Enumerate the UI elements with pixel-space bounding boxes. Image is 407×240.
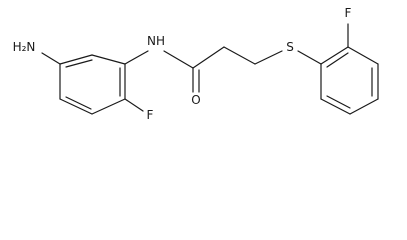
double-bond-inner [65,59,93,68]
bond [349,98,379,115]
double-bond-inner [65,96,92,110]
right-benzene-ring [320,46,379,115]
amino-group-label: H₂N [13,40,36,54]
molecule-structure-diagram: H₂N NH O S F F [13,6,379,122]
amide-nh-label: NH [147,34,165,48]
bond-ch2-to-ch2 [223,46,256,65]
bond [320,46,349,65]
bond-ch2-to-s [254,50,283,65]
bond-ring-to-f [124,98,144,112]
bond-ring-to-nh [124,50,149,65]
bond-s-to-ring [297,50,322,65]
bond-ring-to-nh2 [41,52,61,65]
bond-carbonyl-to-ch2 [192,46,225,69]
double-bond-inner [326,52,349,68]
bond [320,98,351,115]
left-benzene-ring [59,54,126,115]
fluorine-right-label: F [345,6,352,20]
bond [91,98,126,115]
carbonyl-oxygen-label: O [191,93,200,107]
bond [59,54,93,65]
double-bond-inner [326,95,351,109]
bond [91,54,126,65]
sulfur-label: S [286,40,294,54]
fluorine-left-label: F [147,108,154,122]
bond [347,46,379,65]
bond [59,98,93,115]
bond-nh-to-carbonyl [163,50,194,69]
